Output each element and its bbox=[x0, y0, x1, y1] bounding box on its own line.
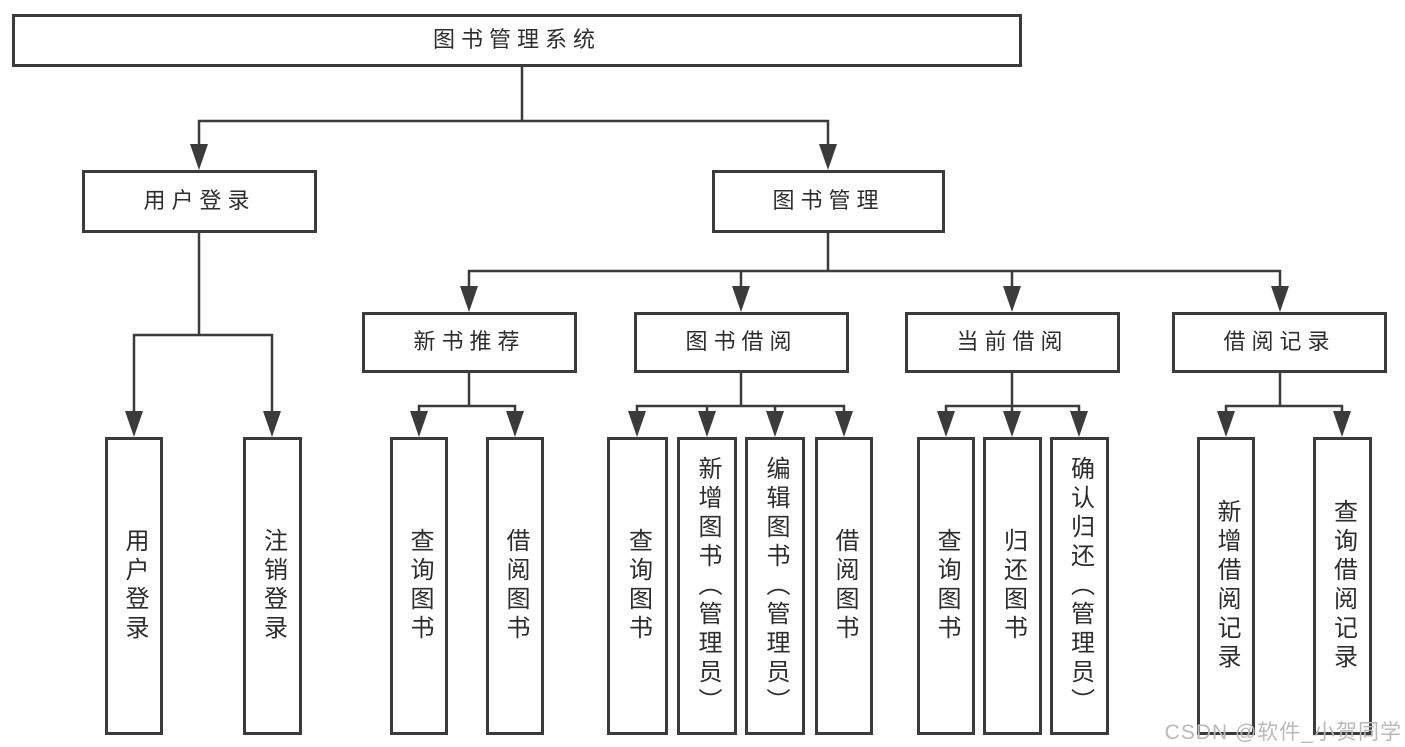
leaf-borrow-books-borrowing-label: 借阅图书 bbox=[831, 528, 858, 644]
edge-lines bbox=[635, 371, 846, 422]
arrowhead-down-icon bbox=[766, 411, 784, 437]
node-book-borrowing-label: 图书借阅 bbox=[685, 329, 798, 355]
arrowhead-down-icon bbox=[1217, 411, 1235, 437]
node-user-login-label: 用户登录 bbox=[143, 188, 256, 214]
node-user-login: 用户登录 bbox=[82, 170, 317, 233]
node-borrowing-records: 借阅记录 bbox=[1172, 312, 1387, 373]
connector-book-borrowing bbox=[628, 371, 853, 437]
leaf-add-borrow-record-label: 新增借阅记录 bbox=[1213, 499, 1240, 673]
leaf-query-books-borrowing-label: 查询图书 bbox=[624, 528, 652, 644]
leaf-add-borrow-record: 新增借阅记录 bbox=[1197, 437, 1255, 735]
leaf-user-login-label: 用户登录 bbox=[121, 528, 148, 644]
node-current-borrowing-label: 当前借阅 bbox=[956, 329, 1069, 355]
leaf-edit-book-admin-label: 编辑图书（管理员） bbox=[762, 455, 789, 717]
arrowhead-down-icon bbox=[1271, 286, 1289, 312]
arrowhead-down-icon bbox=[506, 411, 524, 437]
leaf-logout-label: 注销登录 bbox=[259, 528, 287, 644]
node-root-label: 图书管理系统 bbox=[432, 27, 601, 53]
leaf-edit-book-admin: 编辑图书（管理员） bbox=[745, 437, 805, 735]
leaf-user-login: 用户登录 bbox=[105, 437, 163, 735]
leaf-add-book-admin-label: 新增图书（管理员） bbox=[694, 455, 721, 717]
node-new-book-recommend-label: 新书推荐 bbox=[413, 329, 526, 355]
arrowhead-down-icon bbox=[1070, 411, 1088, 437]
arrowhead-down-icon bbox=[460, 286, 478, 312]
connector-root bbox=[190, 66, 837, 170]
connector-book-management bbox=[460, 231, 1289, 312]
connector-user-login bbox=[125, 231, 281, 437]
leaf-query-books-current: 查询图书 bbox=[917, 437, 975, 735]
arrowhead-down-icon bbox=[1003, 286, 1021, 312]
arrowhead-down-icon bbox=[263, 411, 281, 437]
leaf-return-book: 归还图书 bbox=[983, 437, 1042, 735]
node-borrowing-records-label: 借阅记录 bbox=[1223, 329, 1336, 355]
leaf-return-book-label: 归还图书 bbox=[999, 528, 1027, 644]
edge-lines bbox=[132, 231, 274, 422]
leaf-borrow-books-recommend: 借阅图书 bbox=[486, 437, 544, 735]
leaf-query-books-borrowing: 查询图书 bbox=[607, 437, 668, 735]
arrowhead-down-icon bbox=[819, 144, 837, 170]
arrowhead-down-icon bbox=[125, 411, 143, 437]
node-book-management-label: 图书管理 bbox=[772, 188, 885, 214]
leaf-query-borrow-record: 查询借阅记录 bbox=[1313, 437, 1372, 735]
leaf-logout: 注销登录 bbox=[243, 437, 302, 735]
leaf-confirm-return-admin: 确认归还（管理员） bbox=[1050, 437, 1109, 735]
edge-lines bbox=[417, 371, 517, 422]
arrowhead-down-icon bbox=[628, 411, 646, 437]
leaf-borrow-books-recommend-label: 借阅图书 bbox=[502, 528, 529, 644]
arrowhead-down-icon bbox=[937, 411, 955, 437]
edge-lines bbox=[1224, 371, 1344, 422]
node-root: 图书管理系统 bbox=[12, 14, 1022, 67]
arrowhead-down-icon bbox=[410, 411, 428, 437]
leaf-query-books-current-label: 查询图书 bbox=[933, 528, 960, 644]
leaf-add-book-admin: 新增图书（管理员） bbox=[677, 437, 737, 735]
arrowhead-down-icon bbox=[698, 411, 716, 437]
leaf-query-borrow-record-label: 查询借阅记录 bbox=[1329, 499, 1357, 673]
node-book-borrowing: 图书借阅 bbox=[634, 312, 849, 373]
edge-lines bbox=[467, 231, 1282, 297]
arrowhead-down-icon bbox=[1003, 411, 1021, 437]
arrowhead-down-icon bbox=[835, 411, 853, 437]
leaf-confirm-return-admin-label: 确认归还（管理员） bbox=[1066, 455, 1094, 717]
edge-lines bbox=[197, 66, 830, 152]
watermark: CSDN @软件_小贺同学 bbox=[1164, 721, 1402, 744]
connector-current-borrowing bbox=[937, 371, 1088, 437]
node-book-management: 图书管理 bbox=[712, 170, 945, 233]
connector-new-book-recommend bbox=[410, 371, 524, 437]
node-current-borrowing: 当前借阅 bbox=[905, 312, 1120, 373]
leaf-borrow-books-borrowing: 借阅图书 bbox=[815, 437, 873, 735]
arrowhead-down-icon bbox=[190, 144, 208, 170]
arrowhead-down-icon bbox=[1333, 411, 1351, 437]
node-new-book-recommend: 新书推荐 bbox=[362, 312, 577, 373]
arrowhead-down-icon bbox=[732, 286, 750, 312]
leaf-query-books-recommend: 查询图书 bbox=[390, 437, 448, 735]
connector-borrowing-records bbox=[1217, 371, 1351, 437]
leaf-query-books-recommend-label: 查询图书 bbox=[406, 528, 433, 644]
